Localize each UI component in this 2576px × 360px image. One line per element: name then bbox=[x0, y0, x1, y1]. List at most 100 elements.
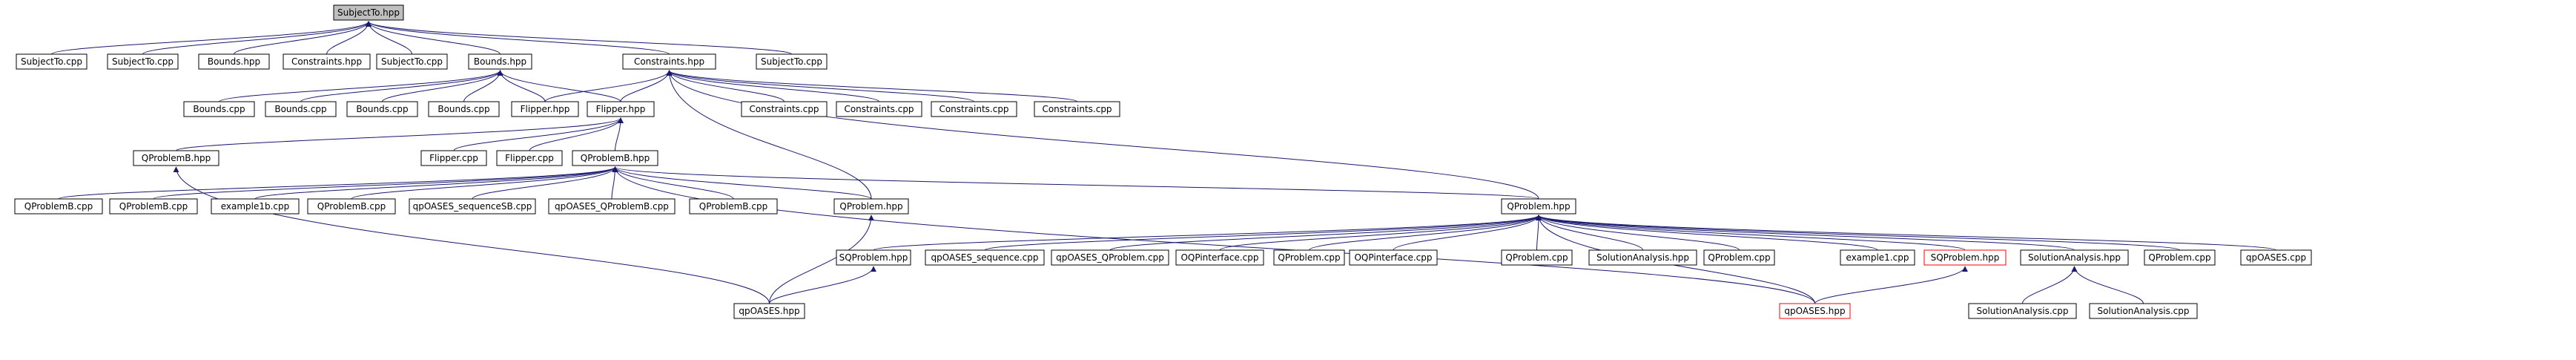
node-cc2[interactable]: Constraints.cpp bbox=[836, 101, 922, 117]
node-fc1[interactable]: Flipper.cpp bbox=[420, 150, 487, 166]
node-cc3[interactable]: Constraints.cpp bbox=[931, 101, 1017, 117]
node-box bbox=[741, 101, 828, 117]
node-s2[interactable]: SubjectTo.cpp bbox=[107, 53, 179, 70]
node-label: Flipper.hpp bbox=[596, 104, 646, 114]
node-ch[interactable]: Constraints.hpp bbox=[622, 53, 716, 70]
node-qpc3[interactable]: QProblem.cpp bbox=[1703, 249, 1775, 266]
node-bc4[interactable]: Bounds.cpp bbox=[428, 101, 500, 117]
node-root[interactable]: SubjectTo.hpp bbox=[333, 4, 404, 21]
node-qp1[interactable]: QProblem.hpp bbox=[833, 198, 909, 215]
node-box bbox=[548, 198, 676, 215]
node-box bbox=[16, 53, 87, 70]
node-bc3[interactable]: Bounds.cpp bbox=[346, 101, 418, 117]
edge-cc2-to-ch bbox=[666, 70, 879, 102]
node-bh[interactable]: Bounds.hpp bbox=[468, 53, 532, 70]
edge-fc2-to-fh2 bbox=[529, 117, 624, 151]
edge-sac2-to-sa2 bbox=[2071, 266, 2144, 304]
node-qbc2[interactable]: QProblemB.cpp bbox=[109, 198, 198, 215]
node-qpb2[interactable]: QProblemB.hpp bbox=[572, 150, 658, 166]
node-label: Flipper.cpp bbox=[429, 153, 478, 163]
edge-bc1-to-bh bbox=[219, 70, 503, 102]
node-qpb1[interactable]: QProblemB.hpp bbox=[133, 150, 219, 166]
node-qbc4[interactable]: QProblemB.cpp bbox=[689, 198, 778, 215]
edge-qph2-to-qp2 bbox=[1536, 215, 1815, 304]
node-cc1[interactable]: Constraints.cpp bbox=[741, 101, 828, 117]
node-qpc4[interactable]: QProblem.cpp bbox=[2144, 249, 2216, 266]
node-label: SolutionAnalysis.hpp bbox=[2028, 252, 2121, 263]
node-oqi2[interactable]: OQPinterface.cpp bbox=[1349, 249, 1438, 266]
node-sac2[interactable]: SolutionAnalysis.cpp bbox=[2089, 303, 2198, 319]
edge-qpc2-to-qp2 bbox=[1535, 215, 1542, 251]
node-label: example1.cpp bbox=[1846, 252, 1909, 263]
node-qpc1[interactable]: QProblem.cpp bbox=[1273, 249, 1345, 266]
node-sqp1[interactable]: SQProblem.hpp bbox=[836, 249, 911, 266]
node-seq[interactable]: qpOASES_sequence.cpp bbox=[925, 249, 1045, 266]
node-box bbox=[183, 101, 255, 117]
node-box bbox=[1588, 249, 1697, 266]
node-s3[interactable]: SubjectTo.cpp bbox=[376, 53, 448, 70]
node-ex1[interactable]: example1.cpp bbox=[1840, 249, 1915, 266]
node-box bbox=[931, 101, 1017, 117]
node-bc2[interactable]: Bounds.cpp bbox=[265, 101, 337, 117]
node-bc1[interactable]: Bounds.cpp bbox=[183, 101, 255, 117]
node-qph1[interactable]: qpOASES.hpp bbox=[733, 303, 805, 319]
node-qpqb[interactable]: qpOASES_QProblemB.cpp bbox=[548, 198, 676, 215]
node-box bbox=[833, 198, 909, 215]
node-box bbox=[283, 53, 371, 70]
node-sa1[interactable]: SolutionAnalysis.hpp bbox=[1588, 249, 1697, 266]
node-box bbox=[2020, 249, 2129, 266]
node-cc4[interactable]: Constraints.cpp bbox=[1034, 101, 1120, 117]
node-label: qpOASES_QProblemB.cpp bbox=[555, 201, 669, 212]
node-qbc3[interactable]: QProblemB.cpp bbox=[307, 198, 396, 215]
edge-qph1-to-qpb1 bbox=[173, 166, 770, 304]
node-label: qpOASES.hpp bbox=[1784, 306, 1845, 316]
node-c1[interactable]: Constraints.hpp bbox=[283, 53, 371, 70]
edge-s3-to-root bbox=[366, 21, 412, 55]
node-box bbox=[2240, 249, 2312, 266]
edge-qpc4-to-qp2 bbox=[1536, 215, 2180, 251]
dependency-edges bbox=[51, 21, 2276, 304]
node-fh1[interactable]: Flipper.hpp bbox=[511, 101, 579, 117]
node-label: SubjectTo.cpp bbox=[112, 56, 174, 67]
edge-fh1-to-ch bbox=[544, 70, 673, 102]
node-box bbox=[1501, 198, 1576, 215]
edge-bc2-to-bh bbox=[300, 70, 503, 102]
node-fc2[interactable]: Flipper.cpp bbox=[496, 150, 563, 166]
node-box bbox=[1840, 249, 1915, 266]
node-fh2[interactable]: Flipper.hpp bbox=[587, 101, 655, 117]
node-ex1b[interactable]: example1b.cpp bbox=[211, 198, 300, 215]
node-label: SubjectTo.hpp bbox=[337, 7, 400, 18]
edge-cc1-to-ch bbox=[666, 70, 785, 102]
edge-oqi2-to-qp2 bbox=[1393, 215, 1542, 251]
node-label: QProblemB.cpp bbox=[119, 201, 188, 212]
node-qp2[interactable]: QProblem.hpp bbox=[1501, 198, 1576, 215]
node-oqi1[interactable]: OQPinterface.cpp bbox=[1175, 249, 1264, 266]
edge-qp1-to-qpb2 bbox=[612, 166, 872, 200]
node-qpo[interactable]: qpOASES.cpp bbox=[2240, 249, 2312, 266]
node-qbc1[interactable]: QProblemB.cpp bbox=[14, 198, 103, 215]
edge-fh1-to-bh bbox=[497, 70, 546, 102]
node-sqp2[interactable]: SQProblem.hpp bbox=[1923, 249, 2007, 266]
node-sac1[interactable]: SolutionAnalysis.cpp bbox=[1968, 303, 2077, 319]
edge-ex1b-to-qpb2 bbox=[254, 166, 618, 200]
edge-qpb2-to-fh2 bbox=[615, 117, 624, 151]
node-box bbox=[496, 150, 563, 166]
edge-b1-to-root bbox=[234, 21, 371, 55]
node-box bbox=[307, 198, 396, 215]
node-label: Bounds.cpp bbox=[437, 104, 489, 114]
node-qpc2[interactable]: QProblem.cpp bbox=[1501, 249, 1573, 266]
node-label: QProblemB.cpp bbox=[699, 201, 767, 212]
edge-sa2-to-qp2 bbox=[1536, 215, 2075, 251]
node-box bbox=[1779, 303, 1851, 319]
node-s1[interactable]: SubjectTo.cpp bbox=[16, 53, 87, 70]
node-qpq[interactable]: qpOASES_QProblem.cpp bbox=[1051, 249, 1169, 266]
node-s4[interactable]: SubjectTo.cpp bbox=[756, 53, 828, 70]
node-b1[interactable]: Bounds.hpp bbox=[198, 53, 270, 70]
node-box bbox=[1051, 249, 1169, 266]
node-sa2[interactable]: SolutionAnalysis.hpp bbox=[2020, 249, 2129, 266]
node-qph2[interactable]: qpOASES.hpp bbox=[1779, 303, 1851, 319]
edge-qbc3-to-qpb2 bbox=[351, 166, 618, 200]
node-seqsb[interactable]: qpOASES_sequenceSB.cpp bbox=[409, 198, 536, 215]
edge-qph2-to-qpb2 bbox=[612, 166, 1815, 304]
edge-qpc3-to-qp2 bbox=[1536, 215, 1740, 251]
